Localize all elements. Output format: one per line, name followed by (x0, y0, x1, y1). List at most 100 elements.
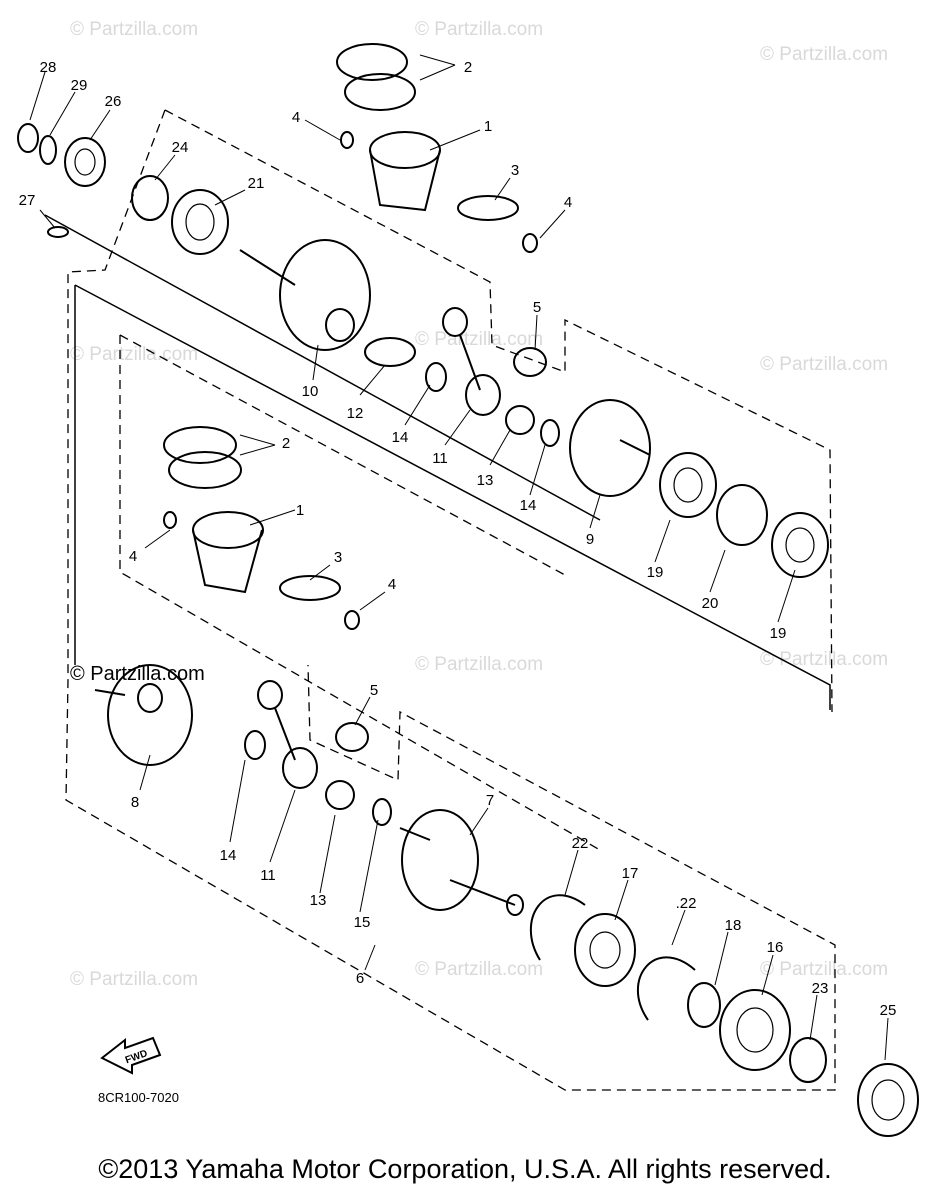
watermark: © Partzilla.com (415, 329, 543, 350)
callout-8: 8 (131, 794, 139, 811)
crank-pin-12-shape (364, 337, 416, 367)
watermark: © Partzilla.com (760, 354, 888, 375)
callout-1-top: 1 (484, 118, 492, 135)
callout-19-right: 19 (770, 625, 787, 642)
callout-4-mid-right: 4 (388, 576, 396, 593)
collar-24-shape (131, 175, 169, 221)
piston-1-mid-shape (192, 511, 264, 549)
crank-9-web-shape (569, 399, 651, 497)
watermark: © Partzilla.com (760, 44, 888, 65)
watermark: © Partzilla.com (415, 654, 543, 675)
callout-16: 16 (767, 939, 784, 956)
leader-lines (29, 54, 889, 1061)
diagram-code: 8CR100-7020 (98, 1090, 179, 1105)
crank-10-shaft-shape (239, 249, 296, 286)
washer-14-lower-shape (244, 730, 266, 760)
callout-6: 6 (356, 970, 364, 987)
callout-21: 21 (248, 175, 265, 192)
crank-8-web-shape (107, 664, 193, 766)
callout-14-lower: 14 (220, 847, 237, 864)
bearing-5-lower-shape (335, 722, 369, 752)
callout-11-lower: 11 (260, 867, 276, 884)
callout-7: 7 (486, 792, 494, 809)
callout-4-mid-left: 4 (129, 548, 137, 565)
piston-ring-2-top-shape (336, 43, 408, 81)
callout-19-left: 19 (647, 564, 664, 581)
callout-14-top: 14 (392, 429, 409, 446)
conrod-11-lower-big-end (282, 747, 318, 789)
callout-22-left: 22 (572, 835, 589, 852)
callout-10: 10 (302, 383, 319, 400)
callout-1-mid: 1 (296, 502, 304, 519)
pin-3-mid-shape (279, 575, 341, 601)
callout-13-lower: 13 (310, 892, 327, 909)
bearing-20-shape (716, 484, 768, 546)
clip-4-top-right-shape (522, 233, 538, 253)
pin-3-top-shape (457, 195, 519, 221)
callout-5-top: 5 (533, 299, 541, 316)
fwd-arrow-icon (100, 1036, 162, 1075)
oil-seal-26-shape (64, 137, 106, 187)
callout-18: 18 (725, 917, 742, 934)
crank-8-shaft-shape (94, 689, 126, 696)
fwd-arrow: FWD (100, 1036, 162, 1075)
circlip-22-right-shape (636, 956, 696, 1021)
conrod-11-lower-small-end (257, 680, 283, 710)
clip-4-mid-left-shape (163, 511, 177, 529)
callout-2-mid: 2 (282, 435, 290, 452)
bearing-19-right-shape (771, 512, 829, 578)
bearing-13-lower-shape (325, 780, 355, 810)
callout-23: 23 (812, 980, 829, 997)
conrod-11-top-big-end (465, 374, 501, 416)
watermark: © Partzilla.com (415, 959, 543, 980)
callout-15: 15 (354, 914, 371, 931)
clip-4-top-left-shape (340, 131, 354, 149)
piston-ring-2-mid-shape (163, 426, 237, 464)
callout-14-mid: 14 (520, 497, 537, 514)
circlip-22-left-shape (529, 894, 586, 961)
bearing-21-shape (171, 189, 229, 255)
washer-18-shape (687, 982, 721, 1028)
callout-26: 26 (105, 93, 122, 110)
conrod-11-top-small-end (442, 307, 468, 337)
washer-15-shape (372, 798, 392, 826)
watermark: © Partzilla.com (760, 649, 888, 670)
assembly-outlines (44, 109, 836, 1091)
crank-10-web-shape (279, 239, 371, 351)
bearing-5-top-shape (513, 347, 547, 377)
part-shapes (17, 43, 919, 1137)
callout-29: 29 (71, 77, 88, 94)
bearing-19-left-shape (659, 452, 717, 518)
watermark: © Partzilla.com (760, 959, 888, 980)
bearing-17-shape (574, 913, 636, 987)
washer-14-mid-shape (540, 419, 560, 447)
callout-9: 9 (586, 531, 594, 548)
callout-3-mid: 3 (334, 549, 342, 566)
callout-12: 12 (347, 405, 364, 422)
callout-22-right: .22 (676, 895, 697, 912)
collar-23-shape (789, 1037, 827, 1083)
washer-14-top-shape (425, 362, 447, 392)
callout-25: 25 (880, 1002, 897, 1019)
callout-layer: 2829262724212413451012141113149192019214… (19, 59, 897, 1019)
callout-27: 27 (19, 192, 36, 209)
oil-seal-25-shape (857, 1063, 919, 1137)
callout-3-top: 3 (511, 162, 519, 179)
callout-24: 24 (172, 139, 189, 156)
piston-1-top-shape (369, 131, 441, 169)
watermark: © Partzilla.com (70, 969, 198, 990)
watermark: © Partzilla.com (70, 19, 198, 40)
callout-20: 20 (702, 595, 719, 612)
bearing-16-shape (719, 989, 791, 1071)
washer-29-shape (39, 135, 57, 165)
watermark: © Partzilla.com (70, 344, 198, 365)
bearing-13-top-shape (505, 405, 535, 435)
callout-4-top-right: 4 (564, 194, 572, 211)
clip-4-mid-right-shape (344, 610, 360, 630)
callout-28: 28 (40, 59, 57, 76)
watermark-dark: © Partzilla.com (70, 663, 205, 685)
key-27-shape (47, 226, 69, 238)
callout-17: 17 (622, 865, 639, 882)
watermark: © Partzilla.com (415, 19, 543, 40)
